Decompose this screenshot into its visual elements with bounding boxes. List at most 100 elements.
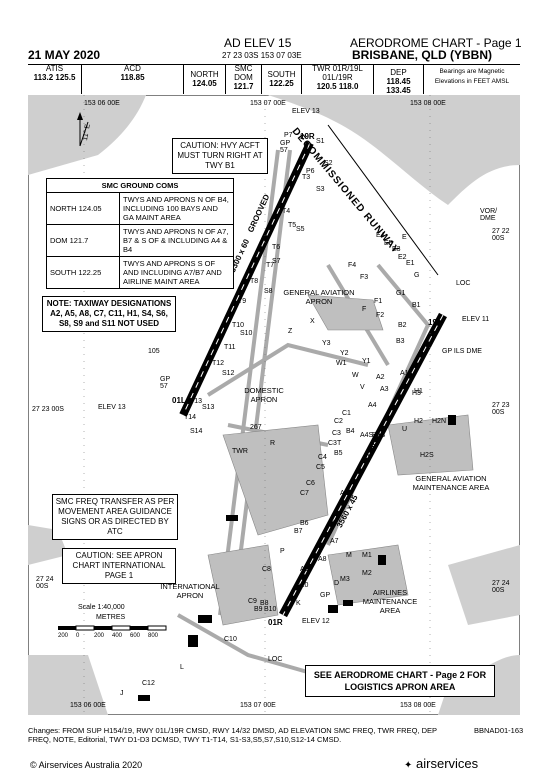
taxiway-label: G1 <box>396 290 406 297</box>
loc-south: LOC <box>268 656 283 663</box>
taxiway-label: H2 <box>414 418 423 425</box>
taxiway-label: S12 <box>222 370 235 377</box>
taxiway-label: S7 <box>272 258 281 265</box>
tower-label: TWR <box>232 448 248 455</box>
aerodrome-elevation: AD ELEV 15 <box>224 36 292 50</box>
smc-row-south: SOUTH 122.25 TWYS AND APRONS S OF AND IN… <box>47 257 233 288</box>
smc-row-north: NORTH 124.05 TWYS AND APRONS N OF B4, IN… <box>47 193 233 225</box>
scale-bar <box>58 625 167 631</box>
runway-end-01r: 01R <box>268 618 283 627</box>
scale-tick-label: 600 <box>130 633 141 639</box>
freq-atis: ATIS 113.2 125.5 <box>28 64 82 94</box>
freq-smc-dom: SMC DOM 121.7 <box>226 64 262 94</box>
grid-bottom-3: 153 08 00E <box>400 702 436 709</box>
taxiway-label: V <box>360 384 365 391</box>
scale-label: Scale 1:40,000 <box>78 604 125 611</box>
taxiway-label: E4 <box>376 232 385 239</box>
bearing-note: Bearings are Magnetic Elevations in FEET… <box>434 68 510 85</box>
apron-areas <box>207 294 474 626</box>
runway-end-01l: 01L <box>172 396 186 405</box>
taxiway-label: T4 <box>282 208 291 215</box>
caution-hvy-acft: CAUTION: HVY ACFT MUST TURN RIGHT AT TWY… <box>172 138 268 174</box>
freq-acd: ACD 118.85 <box>82 64 184 94</box>
taxiway-label: B4S <box>372 432 386 439</box>
taxiway-label: L <box>180 664 184 671</box>
taxiway-label: H1 <box>414 388 423 395</box>
changes-text: Changes: FROM SUP H154/19, RWY 01L/19R C… <box>28 726 437 744</box>
taxiway-label: A4S <box>360 432 374 439</box>
buildings <box>138 415 456 701</box>
taxiway-label: S8 <box>264 288 273 295</box>
scale-tick-label: 200 <box>94 633 105 639</box>
taxiway-label: A6 <box>328 520 337 527</box>
north-arrow-icon <box>77 112 89 147</box>
caution-apron-chart: CAUTION: SEE APRON CHART INTERNATIONAL P… <box>62 548 176 584</box>
logo-mark-icon: ✦ <box>404 760 413 771</box>
loc-north: LOC <box>456 280 471 287</box>
taxiway-label: B7 <box>294 528 303 535</box>
grid-right-2: 27 23 00S <box>492 402 510 416</box>
taxiway-label: H2N <box>432 418 447 425</box>
taxiway-label: C7 <box>300 490 309 497</box>
grid-left-1: 27 23 00S <box>32 406 64 413</box>
taxiway-label: F <box>362 306 367 313</box>
taxiway-label: C5 <box>316 464 325 471</box>
grid-top-3: 153 08 00E <box>410 100 446 107</box>
taxiway-label: S13 <box>202 404 215 411</box>
taxiway-label: C12 <box>142 680 155 687</box>
grid-bottom-1: 153 06 00E <box>70 702 106 709</box>
ga-apron-label: GENERAL AVIATION APRON <box>283 288 355 306</box>
taxiway-label: T7 <box>266 262 275 269</box>
taxiway-label: B5 <box>334 450 343 457</box>
elev-12: ELEV 12 <box>302 618 330 625</box>
taxiway-label: S2 <box>324 160 333 167</box>
vor-dme: VOR/ DME <box>480 208 498 222</box>
taxiway-label: E <box>402 234 407 241</box>
taxiway-label: C3 <box>332 430 341 437</box>
gp-57-north: GP 57 <box>280 140 290 154</box>
taxiway-label: S1 <box>316 138 325 145</box>
taxiway-label: T13 <box>190 398 203 405</box>
taxiway-label: D <box>334 580 340 587</box>
taxiway-label: Y2 <box>340 350 349 357</box>
taxiway-label: A2 <box>376 374 385 381</box>
taxiway-label: J <box>120 690 124 697</box>
runway-end-19l: 19L <box>428 318 442 327</box>
taxiway-label: S14 <box>190 428 203 435</box>
gp-ils-dme: GP ILS DME <box>442 348 482 355</box>
taxiway-label: E3 <box>392 246 401 253</box>
taxiway-label: E1 <box>406 260 415 267</box>
airservices-logo: ✦ airservices <box>404 756 479 771</box>
taxiway-label: W1 <box>336 360 347 367</box>
taxiway-label: M3 <box>340 576 350 583</box>
scale-unit: METRES <box>96 614 126 621</box>
grid-right-1: 27 22 00S <box>492 228 510 242</box>
elev-267: 267 <box>250 424 262 431</box>
taxiway-label: X <box>310 318 315 325</box>
taxiway-label: T9 <box>238 298 247 305</box>
taxiway-label: P7 <box>284 132 293 139</box>
freq-smc-south: SOUTH 122.25 <box>262 64 302 94</box>
runway-end-19r: 19R <box>300 132 315 141</box>
taxiway-label: B4 <box>346 428 355 435</box>
taxiway-label: Y1 <box>362 358 371 365</box>
taxiway-label: P <box>280 548 285 555</box>
taxiway-label: K <box>296 600 301 607</box>
taxiway-label: H3 <box>412 390 421 397</box>
taxiway-label: T8 <box>250 278 259 285</box>
taxiway-label: H2S <box>420 452 434 459</box>
taxiway-label: G <box>414 272 420 279</box>
domestic-apron-label: DOMESTIC APRON <box>244 386 284 404</box>
taxiway-label: F1 <box>374 298 383 305</box>
taxiway-label: B8 <box>260 600 269 607</box>
taxiway-label: E2 <box>398 254 407 261</box>
taxiway-label: C6 <box>306 480 315 487</box>
taxiway-label: S10 <box>240 330 253 337</box>
airlines-maint-label: AIRLINES MAINTENANCE AREA <box>362 588 418 615</box>
taxiway-label: C8 <box>262 566 271 573</box>
taxiway-label: C10 <box>224 636 237 643</box>
scale-tick-label: 400 <box>112 633 123 639</box>
taxiway-label: A1 <box>400 370 409 377</box>
taxiway-label: B2 <box>398 322 407 329</box>
taxiway-label: T3 <box>302 174 311 181</box>
